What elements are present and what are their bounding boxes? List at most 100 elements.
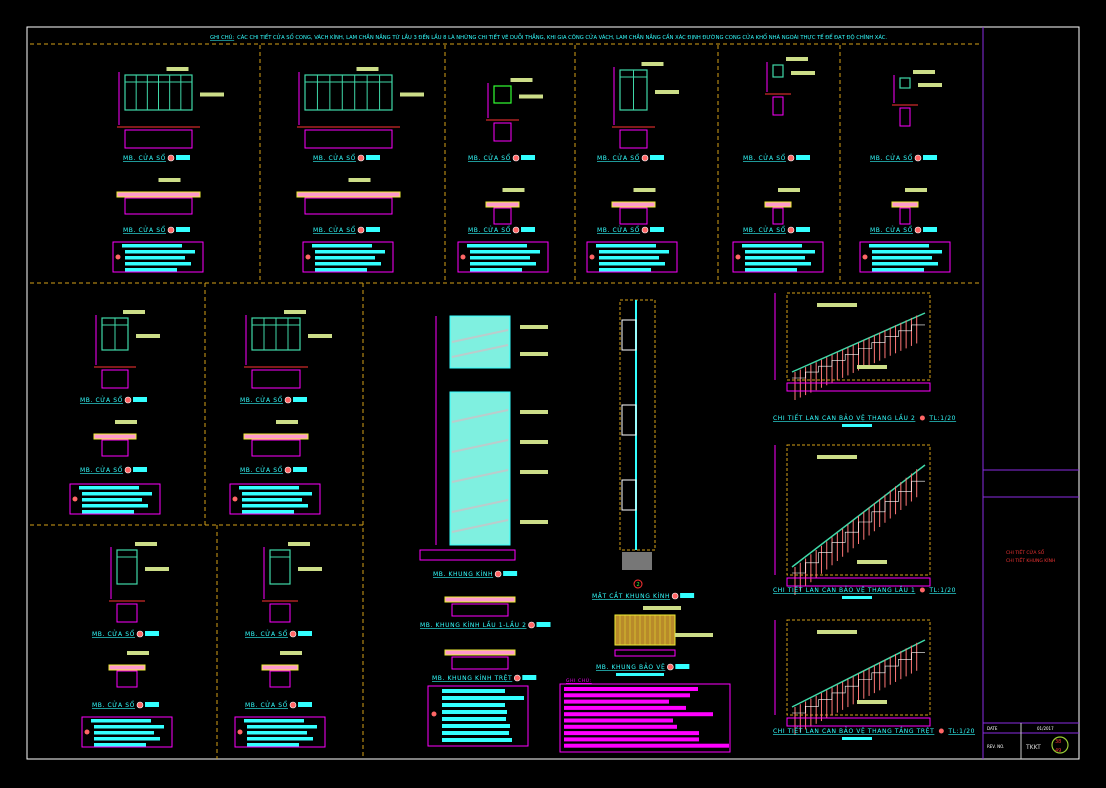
spec-row <box>94 743 146 747</box>
dimension-chain <box>304 197 393 215</box>
scale-tag <box>293 467 307 472</box>
notes-box <box>559 683 731 753</box>
spec-marker-icon <box>862 254 868 260</box>
glass-frame-section-label: MẶT CẮT KHUNG KÍNH <box>592 592 670 600</box>
scale-tag <box>796 155 810 160</box>
dimension-chain <box>772 96 784 116</box>
spec-row <box>91 719 151 723</box>
detail-marker-icon <box>512 226 520 234</box>
spec-row <box>470 268 522 272</box>
annotation-tag <box>786 57 808 61</box>
detail-boundary <box>786 292 931 381</box>
general-note: GHI CHÚ:CÁC CHI TIẾT CỬA SỔ CONG, VÁCH K… <box>210 33 887 41</box>
dimension-chain <box>772 207 784 225</box>
scale-tag <box>842 424 872 427</box>
spec-row <box>470 262 536 266</box>
spec-row <box>82 492 152 496</box>
detail-marker-icon <box>641 154 649 162</box>
spec-row <box>442 696 524 700</box>
spec-row <box>599 250 669 254</box>
annotation-tag <box>136 334 160 338</box>
spec-row <box>242 492 312 496</box>
section-foundation <box>622 552 652 570</box>
scale-tag <box>522 675 537 680</box>
notes-title: GHI CHÚ: <box>566 677 592 684</box>
window-elevation <box>304 74 393 111</box>
dimension-chain <box>269 603 291 623</box>
spec-row <box>82 498 142 502</box>
rev-label: REV. NO. <box>987 744 1004 749</box>
glass-panel-lower <box>449 391 511 546</box>
annotation-tag <box>348 178 371 182</box>
annotation-tag <box>510 78 533 82</box>
spec-row <box>470 250 540 254</box>
note-line <box>564 687 698 691</box>
spec-row <box>442 717 506 721</box>
annotation-tag <box>276 420 298 424</box>
detail-marker-icon <box>136 630 144 638</box>
spec-marker-icon <box>735 254 741 260</box>
detail-marker-icon <box>289 701 297 709</box>
window-spec-table <box>112 241 204 273</box>
window-plan-label: MB. CỬA SỔ <box>92 701 135 709</box>
detail-marker-icon <box>528 621 535 629</box>
spec-row <box>94 731 154 735</box>
glass-hatch <box>451 344 509 358</box>
annotation-tag <box>520 352 548 356</box>
scale-tag <box>923 155 937 160</box>
annotation-tag <box>857 365 887 369</box>
scale-tag <box>145 631 159 636</box>
dimension-chain <box>899 207 911 225</box>
window-elevation-label: MB. CỬA SỔ <box>240 396 283 404</box>
detail-marker-icon <box>512 154 520 162</box>
section-floor-slab <box>621 319 637 351</box>
glass-hatch <box>451 519 509 533</box>
scale-tag <box>650 155 664 160</box>
annotation-tag <box>298 567 322 571</box>
spec-row <box>745 256 805 260</box>
annotation-tag <box>356 67 379 71</box>
detail-marker-icon <box>671 592 679 600</box>
spec-row <box>242 498 302 502</box>
annotation-tag <box>643 606 681 610</box>
window-plan <box>243 433 309 440</box>
window-detail-9: MB. CỬA SỔ MB. CỬA SỔ <box>81 542 173 748</box>
window-elevation-label: MB. CỬA SỔ <box>92 630 135 638</box>
window-plan-label: MB. CỬA SỔ <box>313 226 356 234</box>
window-plan <box>93 433 137 440</box>
scale-tag <box>366 155 380 160</box>
detail-marker-icon <box>641 226 649 234</box>
annotation-tag <box>308 334 332 338</box>
annotation-tag <box>520 440 548 444</box>
detail-marker-icon <box>919 415 925 421</box>
spec-row <box>872 250 942 254</box>
sheet-number-stamp: 38 49 <box>1051 736 1069 754</box>
spec-row <box>312 244 372 248</box>
spec-marker-icon <box>431 711 437 717</box>
window-plan <box>116 191 201 198</box>
spec-row <box>315 256 375 260</box>
annotation-tag <box>127 651 149 655</box>
scale-tag <box>298 631 312 636</box>
note-line <box>564 743 729 748</box>
annotation-tag <box>520 325 548 329</box>
dimension-chain <box>419 549 516 561</box>
scale-tag <box>616 673 664 676</box>
annotation-tag <box>641 62 664 66</box>
annotation-tag <box>675 633 713 637</box>
spec-row <box>247 743 299 747</box>
spec-marker-icon <box>72 496 78 502</box>
spec-row <box>239 486 299 490</box>
dimension-chain <box>899 107 911 127</box>
detail-marker-icon <box>513 674 521 682</box>
spec-row <box>872 268 924 272</box>
window-elevation-label: MB. CỬA SỔ <box>245 630 288 638</box>
stair-scale-label: TL:1/20 <box>928 587 956 594</box>
